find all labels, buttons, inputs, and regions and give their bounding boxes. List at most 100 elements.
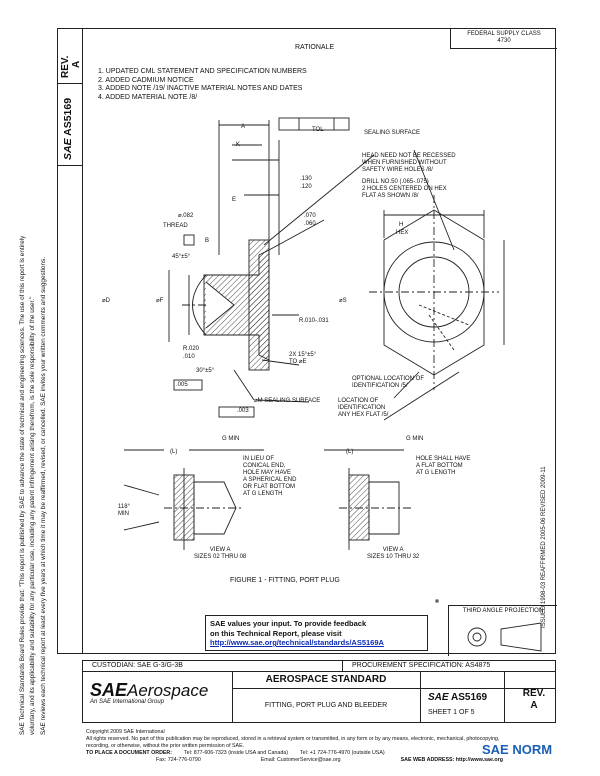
issue-dates: ISSUED 1998-03 REAFFIRMED 2005-06 REVISE… xyxy=(541,466,547,628)
title-block xyxy=(82,660,556,723)
drill-note-line-3: FLAT AS SHOWN /8/ xyxy=(362,193,419,199)
title-block-divider xyxy=(232,688,556,690)
doc-number-vertical: SAE AS5169 xyxy=(62,98,74,160)
l-right: (L) xyxy=(346,449,354,455)
dim-120: .120 xyxy=(300,184,312,190)
rationale-item: 3. ADDED NOTE /19/ INACTIVE MATERIAL NOT… xyxy=(98,85,303,93)
dim-070: .070 xyxy=(304,213,316,219)
tol-005: .005 xyxy=(176,382,188,388)
copyright-line: Copyright 2009 SAE International xyxy=(86,729,165,735)
view-left-note-line: A SPHERICAL END xyxy=(243,477,297,483)
rights-line-2: recording, or otherwise, without the pri… xyxy=(86,743,245,749)
angle-118-min: MIN xyxy=(118,511,129,517)
hex-label: HEX xyxy=(396,230,409,236)
feedback-line-1: SAE values your input. To provide feedba… xyxy=(210,619,367,628)
radius-010: .010 xyxy=(183,354,195,360)
view-right-note-line: A FLAT BOTTOM xyxy=(416,463,463,469)
copyright-block: Copyright 2009 SAE International All rig… xyxy=(86,729,556,764)
order-tel2: Tel: +1 724-776-4970 (outside USA) xyxy=(299,750,385,756)
tol-box-text: TOL xyxy=(312,127,324,133)
head-note-line-3: SAFETY WIRE HOLES /8/ xyxy=(362,167,433,173)
engineering-drawing xyxy=(123,117,505,603)
custodian: CUSTODIAN: SAE G-3/G-3B xyxy=(92,662,183,669)
title-block-divider xyxy=(232,671,234,723)
side-notice-line-3: SAE reviews each technical report at lea… xyxy=(39,257,47,735)
dia-d: ⌀D xyxy=(102,298,110,304)
contact-line: Fax: 724-776-0790 Email: CustomerService… xyxy=(86,757,556,764)
order-fax: Fax: 724-776-0790 xyxy=(156,757,201,763)
rationale-title: RATIONALE xyxy=(295,44,335,51)
title-block-divider xyxy=(82,671,556,673)
optional-location-line-1: OPTIONAL LOCATION OF xyxy=(352,376,425,382)
rev-block: REV. A xyxy=(512,688,556,712)
radius-010-031: R.010-.031 xyxy=(299,318,329,324)
drill-note-line-1: DRILL NO.50 (.065-.075) xyxy=(362,179,429,185)
dim-060: .060 xyxy=(304,221,316,227)
view-right-note-line: HOLE SHALL HAVE xyxy=(416,456,471,462)
angle-118: 118° MIN xyxy=(118,504,130,518)
view-a-left-title: VIEW A xyxy=(209,547,231,553)
fsc-box: FEDERAL SUPPLY CLASS 4730 xyxy=(450,28,557,49)
drill-note-line-2: 2 HOLES CENTERED ON HEX xyxy=(362,186,447,192)
view-left-note-line: OR FLAT BOTTOM xyxy=(243,484,296,490)
doc-number-sae: SAE xyxy=(428,692,449,703)
third-angle-symbol xyxy=(467,622,542,652)
angle-118-value: 118° xyxy=(118,504,130,510)
view-a-right: VIEW A SIZES 10 THRU 32 xyxy=(367,547,419,561)
watermark-text: SAE NORM xyxy=(482,742,553,757)
id-location: LOCATION OF IDENTIFICATION ANY HEX FLAT … xyxy=(338,398,388,419)
view-left-note-line: HOLE MAY HAVE xyxy=(243,470,292,476)
fsc-line-1: FEDERAL SUPPLY CLASS xyxy=(467,31,541,37)
hex-h: H xyxy=(399,222,404,228)
view-right-note: HOLE SHALL HAVE A FLAT BOTTOM AT G LENGT… xyxy=(416,456,470,477)
dim-k: K xyxy=(236,142,241,148)
doc-number: SAE AS5169 xyxy=(428,692,487,703)
dia-s: ⌀S xyxy=(339,298,347,304)
order-email: Email: CustomerService@sae.org xyxy=(260,757,341,763)
view-left-note-line: IN LIEU OF xyxy=(243,456,275,462)
view-left-note: IN LIEU OF CONICAL END, HOLE MAY HAVE A … xyxy=(243,456,296,498)
id-location-line-3: ANY HEX FLAT /5/ xyxy=(338,412,389,418)
view-a-right-sizes: SIZES 10 THRU 32 xyxy=(367,554,420,560)
rev-vertical-label: REV. xyxy=(60,55,71,78)
radius-020: R.020 xyxy=(183,346,200,352)
rev-block-value: A xyxy=(530,700,538,711)
fsc-line-2: 4730 xyxy=(497,38,511,44)
left-strip-divider xyxy=(82,28,84,654)
logo-aerospace: Aerospace xyxy=(127,681,209,700)
rationale-item: 4. ADDED MATERIAL NOTE /8/ xyxy=(98,93,198,101)
rationale-item: 1. UPDATED CML STATEMENT AND SPECIFICATI… xyxy=(98,68,307,75)
dim-082: ⌀.082 xyxy=(178,213,194,219)
thread-label: THREAD xyxy=(163,223,188,229)
rights-line-1: All rights reserved. No part of this pub… xyxy=(86,736,500,742)
procurement-spec: PROCUREMENT SPECIFICATION: AS4875 xyxy=(352,662,491,669)
title-subtitle: FITTING, PORT PLUG AND BLEEDER xyxy=(264,702,388,709)
doc-number-text: AS5169 xyxy=(450,692,488,703)
feedback-link[interactable]: http://www.sae.org/technical/standards/A… xyxy=(210,638,384,647)
third-angle-box: THIRD ANGLE PROJECTION xyxy=(448,605,557,656)
order-tel1: Tel: 877-606-7323 (inside USA and Canada… xyxy=(184,750,288,756)
dim-a: A xyxy=(241,124,246,130)
rev-box-divider xyxy=(57,83,82,85)
view-left-note-line: AT G LENGTH xyxy=(243,491,283,497)
datum-b: B xyxy=(205,238,210,244)
view-right-note-line: AT G LENGTH xyxy=(416,470,456,476)
sae-norm-watermark: SAE NORM xyxy=(482,741,598,763)
sealing-surface-label: SEALING SURFACE xyxy=(364,130,421,136)
optional-location: OPTIONAL LOCATION OF IDENTIFICATION /5/ xyxy=(352,376,424,390)
title-block-divider xyxy=(504,671,506,723)
view-a-left: VIEW A SIZES 02 THRU 08 xyxy=(194,547,246,561)
angle-30: 30°±5° xyxy=(196,368,215,374)
drill-note: DRILL NO.50 (.065-.075) 2 HOLES CENTERED… xyxy=(362,179,447,200)
rev-block-label: REV. xyxy=(522,688,546,699)
title-block-divider xyxy=(342,660,344,671)
logo-sae: SAE xyxy=(90,680,128,700)
doc-number-vertical-text: AS5169 xyxy=(62,97,74,136)
chamfer-line-1: 2X 15°±5° xyxy=(289,352,317,358)
view-left-note-line: CONICAL END, xyxy=(243,463,286,469)
order-line: TO PLACE A DOCUMENT ORDER: Tel: 877-606-… xyxy=(86,750,556,757)
order-label: TO PLACE A DOCUMENT ORDER: xyxy=(86,750,173,756)
side-notice-line-1: SAE Technical Standards Board Rules prov… xyxy=(19,235,26,735)
feedback-box: SAE values your input. To provide feedba… xyxy=(205,615,428,651)
view-a-left-sizes: SIZES 02 THRU 08 xyxy=(194,554,247,560)
